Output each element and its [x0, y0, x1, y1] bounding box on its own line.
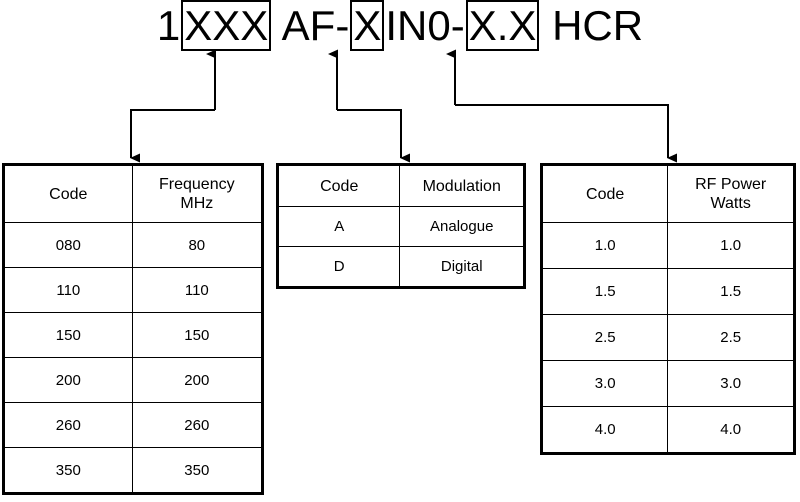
header-frequency-line2: MHz	[180, 195, 214, 212]
cell-code: 110	[3, 267, 133, 313]
cell-frequency: 150	[131, 312, 264, 358]
cell-code: 260	[3, 402, 133, 448]
header-frequency-line1: Frequency	[159, 176, 235, 193]
cell-code: 1.0	[540, 222, 669, 269]
pn-literal-af: AF-	[272, 2, 350, 49]
cell-code: D	[276, 246, 401, 288]
cell-rfpower: 3.0	[667, 360, 795, 407]
pn-rfpower-code: X.X	[465, 0, 540, 51]
cell-code: 4.0	[540, 406, 669, 454]
header-rfpower-line1: RF Power	[695, 176, 767, 193]
table-row: D Digital	[276, 246, 525, 288]
table-row: A Analogue	[276, 206, 525, 247]
header-rfpower-line2: Watts	[710, 195, 751, 212]
cell-frequency: 110	[131, 267, 264, 313]
table-row: 150 150	[3, 312, 264, 358]
cell-frequency: 260	[131, 402, 264, 448]
table-row: 200 200	[3, 357, 264, 403]
cell-rfpower: 4.0	[667, 406, 795, 454]
table-row: 1.5 1.5	[540, 268, 795, 315]
cell-frequency: 80	[131, 222, 264, 268]
cell-rfpower: 1.0	[667, 222, 795, 269]
table-row: 1.0 1.0	[540, 222, 795, 269]
cell-frequency: 200	[131, 357, 264, 403]
pn-prefix-1: 1	[156, 2, 181, 49]
pn-modulation-code: X	[350, 0, 385, 51]
table-frequency: Code Frequency MHz 080 80 110 110 150 15…	[2, 163, 264, 495]
pn-suffix-hcr: HCR	[540, 2, 644, 49]
cell-code: 1.5	[540, 268, 669, 315]
cell-code: A	[276, 206, 401, 247]
cell-code: 2.5	[540, 314, 669, 361]
cell-code: 150	[3, 312, 133, 358]
cell-modulation: Digital	[399, 246, 525, 288]
table-row: 3.0 3.0	[540, 360, 795, 407]
header-rfpower: RF Power Watts	[667, 164, 795, 223]
header-modulation: Modulation	[399, 164, 525, 207]
table-row: 350 350	[3, 447, 264, 494]
cell-modulation: Analogue	[399, 206, 525, 247]
table-row: 2.5 2.5	[540, 314, 795, 361]
header-code: Code	[540, 164, 669, 223]
leader-rfpower	[446, 49, 677, 163]
pn-literal-in0: IN0-	[385, 2, 465, 49]
cell-frequency: 350	[131, 447, 264, 494]
cell-code: 200	[3, 357, 133, 403]
cell-code: 080	[3, 222, 133, 268]
cell-code: 3.0	[540, 360, 669, 407]
cell-code: 350	[3, 447, 133, 494]
table-row: 080 80	[3, 222, 264, 268]
part-number-heading: 1XXX AF-XIN0-X.X HCR	[0, 0, 800, 60]
header-frequency: Frequency MHz	[131, 164, 264, 223]
leader-modulation	[328, 49, 410, 163]
table-row: 110 110	[3, 267, 264, 313]
header-code: Code	[3, 164, 133, 223]
table-row: 260 260	[3, 402, 264, 448]
cell-rfpower: 2.5	[667, 314, 795, 361]
pn-frequency-code: XXX	[181, 0, 272, 51]
table-row: 4.0 4.0	[540, 406, 795, 454]
cell-rfpower: 1.5	[667, 268, 795, 315]
leader-frequency	[130, 49, 216, 163]
table-header-row: Code Modulation	[276, 164, 525, 207]
table-modulation: Code Modulation A Analogue D Digital	[276, 163, 526, 289]
header-code: Code	[276, 164, 401, 207]
table-header-row: Code RF Power Watts	[540, 164, 795, 223]
table-header-row: Code Frequency MHz	[3, 164, 264, 223]
table-rfpower: Code RF Power Watts 1.0 1.0 1.5 1.5 2.5 …	[540, 163, 796, 455]
